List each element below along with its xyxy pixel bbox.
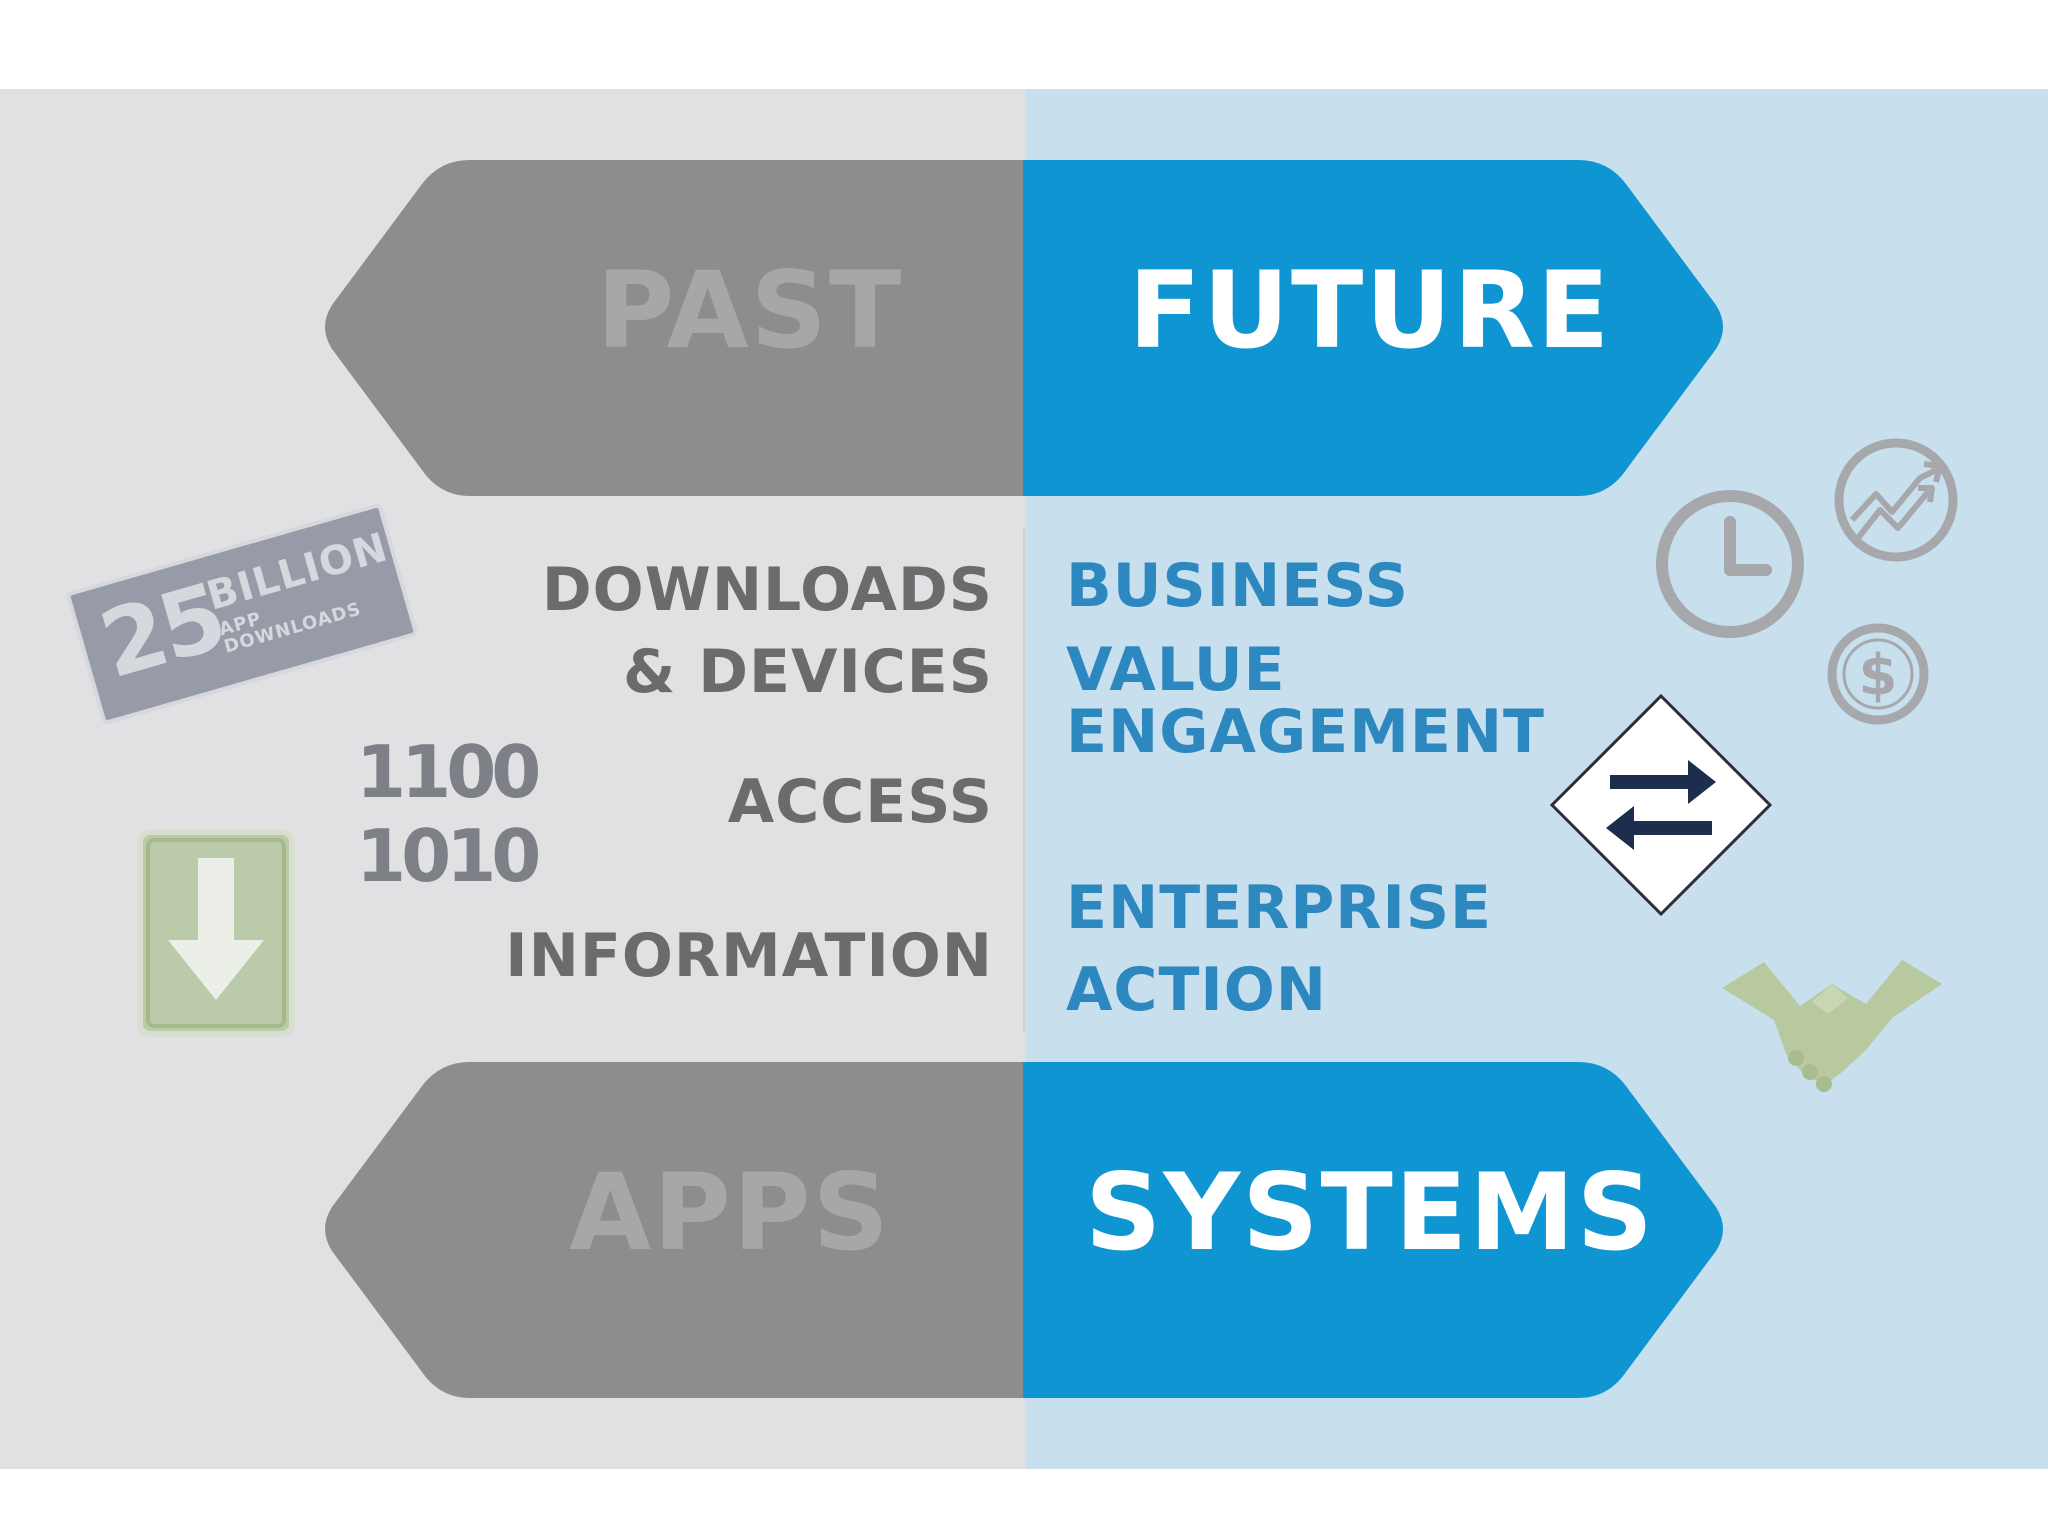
- systems-title: SYSTEMS: [1085, 1151, 1655, 1274]
- exchange-arrows-icon: [1548, 692, 1774, 918]
- past-item-information: INFORMATION: [505, 921, 993, 991]
- future-item-business: BUSINESS: [1066, 551, 1409, 621]
- future-item-value: VALUE: [1066, 635, 1286, 705]
- past-item-access: ACCESS: [727, 767, 993, 837]
- systems-arrow: [1023, 1062, 1723, 1398]
- binary-line: 1010: [356, 814, 541, 898]
- past-title: PAST: [596, 249, 904, 372]
- center-divider: [1023, 528, 1025, 1033]
- trend-chart-icon: [1832, 436, 1960, 564]
- future-item-action: ACTION: [1066, 955, 1327, 1025]
- dollar-icon: $: [1826, 622, 1930, 726]
- clock-icon: [1654, 488, 1806, 640]
- past-item-downloads: DOWNLOADS: [541, 555, 993, 625]
- past-item-devices: & DEVICES: [623, 637, 993, 707]
- binary-line: 1100: [356, 730, 541, 814]
- handshake-icon: [1716, 954, 1948, 1102]
- svg-text:$: $: [1859, 643, 1898, 708]
- past-arrow: [325, 160, 1025, 496]
- download-arrow-icon: [136, 828, 296, 1038]
- binary-code: 1100 1010: [356, 730, 541, 898]
- apps-title: APPS: [569, 1151, 891, 1274]
- future-item-engagement: ENGAGEMENT: [1066, 697, 1545, 767]
- apps-arrow: [325, 1062, 1025, 1398]
- future-arrow: [1023, 160, 1723, 496]
- future-item-enterprise: ENTERPRISE: [1066, 873, 1493, 943]
- future-title: FUTURE: [1128, 249, 1612, 372]
